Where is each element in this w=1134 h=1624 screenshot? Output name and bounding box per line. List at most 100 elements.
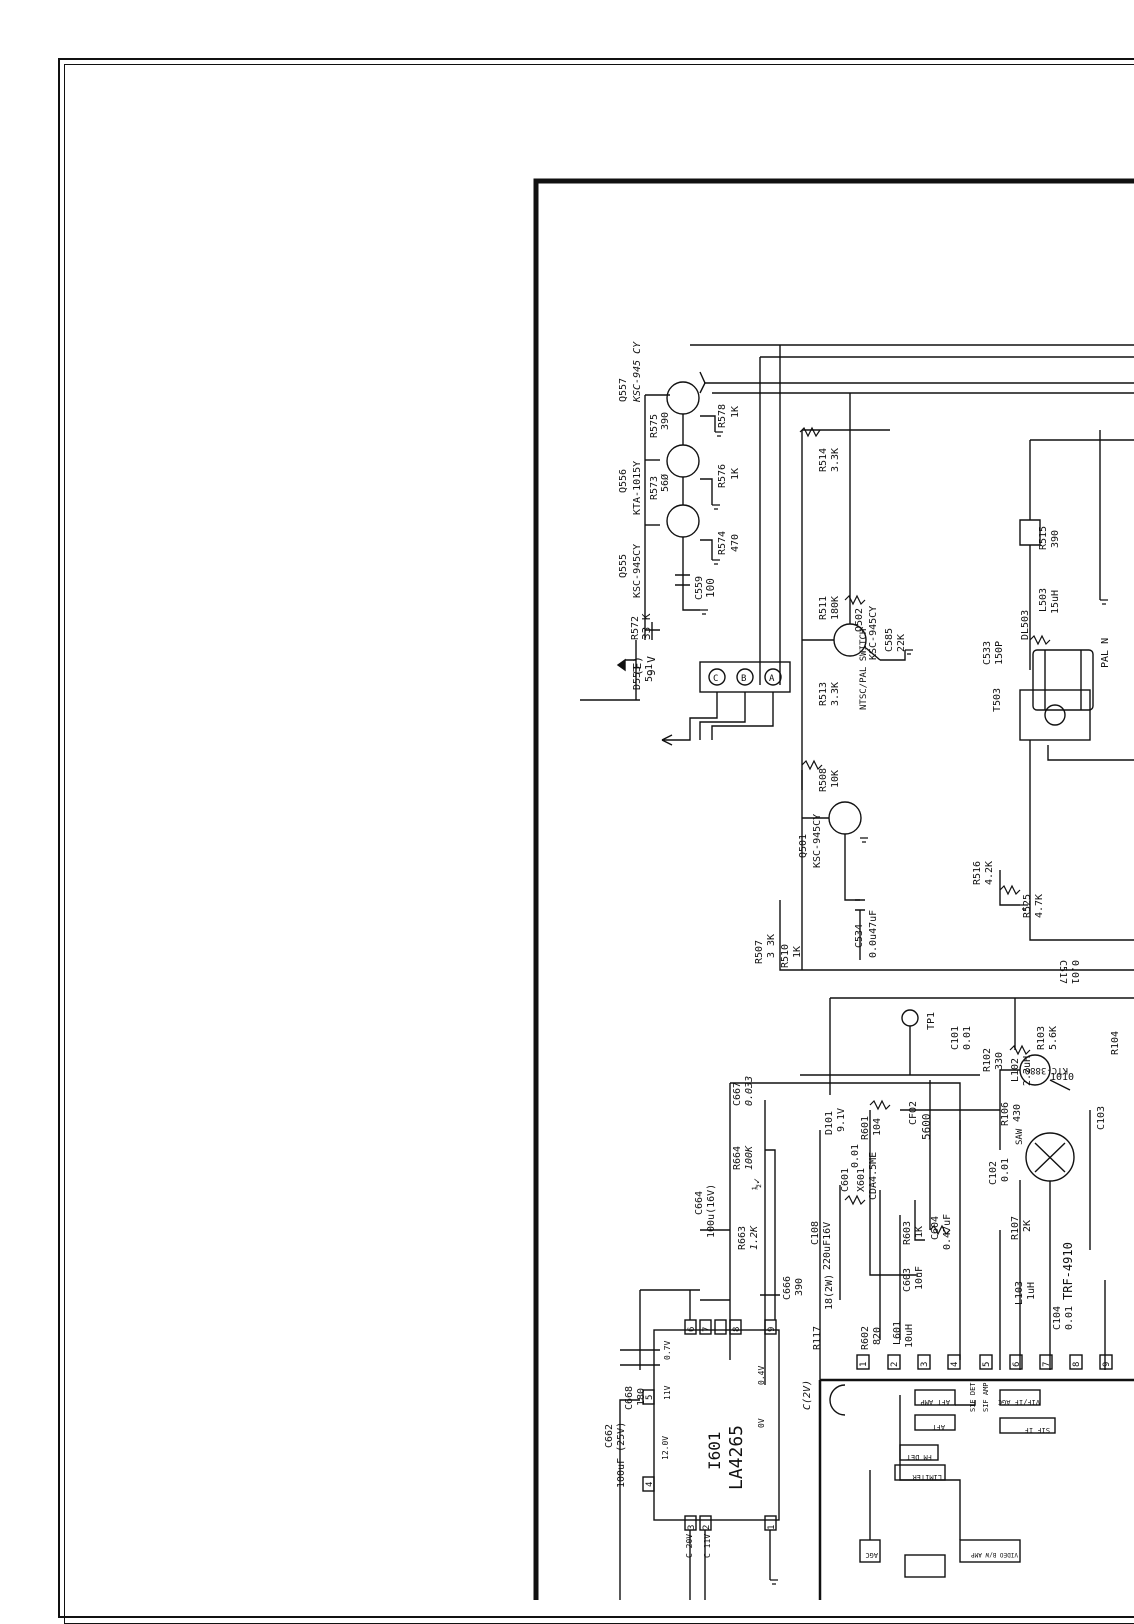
- label-r525-value: 4.7K: [1034, 894, 1045, 918]
- label-d553-value: 5.1: [644, 664, 655, 682]
- label-r603-value: 1K: [914, 1226, 925, 1238]
- label-r514-value: 3.3K: [830, 448, 841, 472]
- dl503-delay-line: [1032, 649, 1094, 711]
- label-i601-v-pin3: C 20V: [685, 1534, 694, 1558]
- label-supply-value: 9 V: [645, 656, 658, 676]
- label-trf-ref: TRF-4910: [1061, 1242, 1075, 1300]
- label-q556-ref: Q556: [618, 469, 629, 493]
- i601-pin-9: 9: [767, 1327, 777, 1332]
- label-r574-value: 470: [730, 534, 741, 552]
- label-r663-ref: R663: [737, 1226, 748, 1250]
- label-c666-value: 390: [794, 1278, 805, 1296]
- connector-cba: [661, 661, 791, 746]
- label-c668-value: 180: [636, 1388, 647, 1406]
- label-c533-ref: C533: [982, 641, 993, 665]
- label-d101-value: 9.1V: [836, 1108, 847, 1132]
- label-q555-part: KSC-945CY: [632, 544, 643, 598]
- i601-pin-6: 6: [687, 1327, 697, 1332]
- header-pin-9: 9: [1102, 1362, 1112, 1367]
- label-cf02-value: 5600: [920, 1114, 933, 1141]
- ground-symbols: [700, 431, 1108, 1585]
- block-fm-det: FM DET: [906, 1453, 932, 1461]
- label-r107-value: 2K: [1022, 1220, 1033, 1232]
- label-r507-value: 3 3K: [766, 934, 777, 958]
- label-c102-value: 0.01: [1000, 1158, 1011, 1182]
- label-r578-value: 1K: [730, 406, 741, 418]
- block-sif-if: SIF IF: [1025, 1426, 1050, 1434]
- i601-ic: [619, 1149, 780, 1600]
- label-c534-value: 0.0u47uF: [868, 910, 879, 958]
- block-aft-amp: AFT AMP: [920, 1398, 950, 1406]
- connector-pin-b: [736, 668, 754, 686]
- label-r102-ref: R102: [982, 1048, 993, 1072]
- label-r602-value: 820: [872, 1327, 883, 1345]
- label-c559-ref: C559: [694, 576, 705, 600]
- label-r516-value: 4.2K: [984, 861, 995, 885]
- regulator-chain: [580, 344, 1134, 701]
- label-c601-value: 0.01: [850, 1144, 861, 1168]
- label-q557-part: KSC-945 CY: [632, 341, 643, 403]
- tp1-test-point: [901, 1009, 919, 1027]
- i601-pin-5: 5: [645, 1395, 655, 1400]
- label-r664-value: 100K: [744, 1145, 755, 1170]
- label-connector-a: A: [769, 674, 775, 684]
- label-i601-part: LA4265: [726, 1425, 747, 1490]
- label-c666-ref: C666: [782, 1276, 793, 1300]
- header-pin-5: 5: [982, 1362, 992, 1367]
- delay-line-section: [999, 430, 1134, 941]
- label-x601-ref: X601: [856, 1168, 867, 1192]
- label-tp1-ref: TP1: [926, 1012, 937, 1030]
- label-c103-ref: C103: [1096, 1106, 1107, 1130]
- label-r514-ref: R514: [818, 448, 829, 472]
- label-i601-v-pin5: 12.0V: [661, 1436, 670, 1460]
- label-c662-ref: C662: [604, 1424, 615, 1448]
- video-amp-block: [959, 1539, 1021, 1563]
- label-connector-c: C: [713, 674, 718, 684]
- label-l103-ref: L103: [1014, 1281, 1025, 1305]
- label-c604-ref: C604: [930, 1216, 941, 1240]
- label-q101-ref: KTC-3880: [1025, 1065, 1068, 1075]
- label-c664-ref: C664: [694, 1191, 705, 1215]
- i601-pin-4: 4: [645, 1482, 655, 1487]
- label-q501-part: KSC-945CY: [812, 814, 823, 868]
- header-pin-6: 6: [1012, 1362, 1022, 1367]
- label-c104-value: 0.01: [1064, 1306, 1075, 1330]
- label-r117-value: 18(2W): [824, 1274, 835, 1310]
- label-r573-value: 56Ø: [659, 474, 671, 492]
- label-c662-value: 100uF (25V): [616, 1422, 627, 1488]
- label-c664-value: 100u(16V): [706, 1184, 717, 1238]
- label-c604-value: 0.47uF: [942, 1214, 953, 1250]
- label-c559-value: 100: [704, 578, 717, 598]
- header-pin-2: 2: [890, 1362, 900, 1367]
- label-r573-ref: R573: [649, 476, 660, 500]
- q555-transistor: [666, 504, 700, 538]
- q556-transistor: [666, 444, 700, 478]
- label-c585-ref: C585: [884, 628, 895, 652]
- label-supply-ref: (E): [631, 656, 644, 676]
- q501-transistor: [828, 801, 862, 835]
- label-x601-value: CDA4.5ME: [868, 1152, 879, 1200]
- header-pin-8: 8: [1072, 1362, 1082, 1367]
- label-r513-ref: R513: [818, 682, 829, 706]
- label-r576-value: 1K: [730, 468, 741, 480]
- block-agc: AGC: [865, 1551, 878, 1559]
- label-q101-value: 1010: [1050, 1072, 1074, 1083]
- label-r525-ref: R525: [1022, 894, 1033, 918]
- label-t503-ref: T503: [992, 688, 1003, 712]
- block-limiter: LIMITER: [912, 1473, 942, 1481]
- label-r664-ref: R664: [732, 1146, 743, 1170]
- label-l503-value: 15uH: [1050, 590, 1061, 614]
- i601-pin-8: 8: [732, 1327, 742, 1332]
- label-l601-value: 10uH: [904, 1324, 915, 1348]
- i601-body: [653, 1329, 780, 1521]
- label-r515-ref: R515: [1038, 526, 1049, 550]
- label-i601-v-pin2: C 11V: [703, 1534, 712, 1558]
- label-c102-ref: C102: [988, 1161, 999, 1185]
- label-r575-value: 390: [660, 412, 671, 430]
- label-c667-ref: C667: [732, 1082, 743, 1106]
- labels: Q557 KSC-945 CY R575 390 R578 1K Q556 KT…: [604, 341, 1121, 1559]
- label-c104-ref: C104: [1052, 1306, 1063, 1330]
- block-video-amp: VIDEO B/W AMP: [971, 1551, 1018, 1558]
- label-r572-value: 33 K: [640, 613, 653, 640]
- label-r508-value: 10K: [830, 770, 841, 788]
